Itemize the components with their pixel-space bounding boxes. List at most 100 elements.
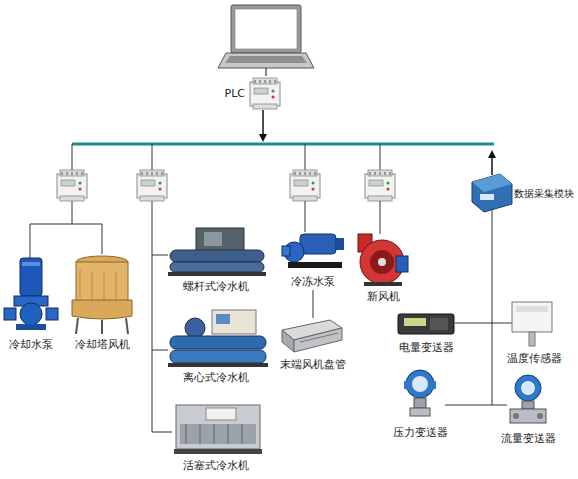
screw-chiller	[204, 232, 222, 246]
laptop-computer	[231, 5, 301, 53]
chilled-water-pump	[282, 234, 344, 268]
flow-transmitter	[537, 413, 543, 419]
piston-chiller	[180, 424, 256, 444]
temperature-sensor	[516, 306, 548, 312]
piston-chiller	[186, 424, 187, 444]
device-label: 冷却水泵	[9, 338, 53, 351]
cooling-tower	[72, 300, 132, 319]
flow-transmitter	[522, 401, 534, 409]
pressure-transmitter	[430, 381, 436, 389]
communication-bus	[305, 144, 306, 170]
chilled-water-pump	[282, 246, 290, 256]
fan-coil-unit	[282, 330, 294, 352]
centrifugal-chiller	[212, 310, 256, 334]
cooling-water-pump	[22, 262, 40, 266]
cooling-tower	[104, 272, 105, 302]
communication-bus	[72, 143, 494, 146]
device-wiring	[30, 152, 530, 432]
fresh-air-fan	[370, 250, 394, 274]
temperature-sensor	[529, 332, 535, 346]
piston-chiller	[206, 408, 236, 420]
cooling-tower	[80, 270, 81, 298]
laptop-computer	[218, 5, 314, 76]
piston-chiller	[242, 424, 243, 444]
flow-transmitter	[510, 375, 546, 423]
device-label: 离心式冷水机	[183, 371, 249, 384]
device-label: 数据采集模块	[514, 187, 574, 200]
flow-transmitter	[515, 375, 541, 401]
chilled-water-pump	[288, 262, 342, 268]
cooling-tower	[126, 318, 128, 334]
cooling-water-pump	[46, 308, 58, 320]
plc-module	[262, 110, 264, 140]
device-label: 温度传感器	[507, 352, 562, 365]
laptop-computer	[225, 56, 307, 63]
device-wiring	[30, 201, 102, 258]
centrifugal-chiller	[168, 310, 268, 367]
piston-chiller	[174, 449, 262, 454]
power-transmitter	[398, 314, 454, 334]
flow-transmitter	[513, 413, 519, 419]
communication-bus	[72, 144, 494, 170]
centrifugal-chiller	[170, 350, 266, 363]
device-label: 末端风机盘管	[280, 358, 346, 371]
device-label: 电量变送器	[399, 341, 454, 354]
pressure-transmitter	[414, 398, 426, 408]
screw-chiller	[196, 228, 244, 252]
centrifugal-chiller	[185, 318, 205, 338]
power-transmitter	[430, 318, 448, 330]
cooling-water-pump	[4, 258, 58, 330]
pressure-transmitter	[404, 370, 436, 416]
piston-chiller	[176, 405, 260, 449]
fresh-air-fan	[396, 256, 408, 272]
cooling-tower	[92, 272, 93, 302]
plc-module	[250, 78, 280, 109]
piston-chiller	[214, 424, 215, 444]
device-wiring	[305, 201, 313, 318]
plc-module	[250, 78, 280, 140]
device-label: 流量变送器	[501, 432, 556, 445]
laptop-computer	[218, 53, 314, 68]
device-label: 压力变送器	[393, 426, 448, 439]
centrifugal-chiller	[216, 314, 230, 324]
fan-coil-unit	[282, 320, 342, 352]
laptop-computer	[266, 68, 267, 76]
cooling-water-pump	[4, 308, 16, 320]
fresh-air-fan	[378, 258, 386, 266]
device-label: PLC	[225, 87, 245, 100]
flow-transmitter	[510, 409, 546, 423]
piston-chiller	[228, 424, 229, 444]
cooling-tower	[72, 256, 132, 334]
data-acquisition-module	[472, 174, 512, 212]
cooling-water-pump	[16, 324, 46, 330]
data-acquisition-module	[472, 174, 512, 192]
piston-chiller	[200, 424, 201, 444]
cooling-water-pump	[20, 258, 42, 296]
fan-coil-unit	[300, 333, 338, 342]
device-wiring	[152, 201, 172, 432]
cooling-tower	[101, 320, 103, 334]
cooling-tower	[76, 262, 128, 304]
screw-chiller	[170, 250, 264, 262]
pressure-transmitter	[410, 408, 430, 416]
io-modules	[57, 170, 395, 201]
chilled-water-pump	[300, 234, 336, 254]
io-modules	[137, 170, 167, 201]
piston-chiller	[174, 405, 262, 454]
fresh-air-fan	[358, 234, 408, 286]
laptop-computer	[235, 9, 297, 49]
device-wiring	[380, 201, 381, 234]
io-modules	[290, 170, 320, 201]
centrifugal-chiller	[168, 363, 268, 367]
device-label: 冷却塔风机	[75, 338, 130, 351]
device-label: 活塞式冷水机	[183, 459, 249, 472]
screw-chiller	[168, 272, 266, 276]
device-label: 新风机	[367, 290, 400, 303]
temperature-sensor	[512, 302, 552, 346]
pressure-transmitter	[404, 381, 410, 389]
cooling-tower	[76, 318, 78, 334]
device-label: 螺杆式冷水机	[183, 280, 249, 293]
power-transmitter	[398, 314, 454, 334]
centrifugal-chiller	[170, 336, 266, 349]
